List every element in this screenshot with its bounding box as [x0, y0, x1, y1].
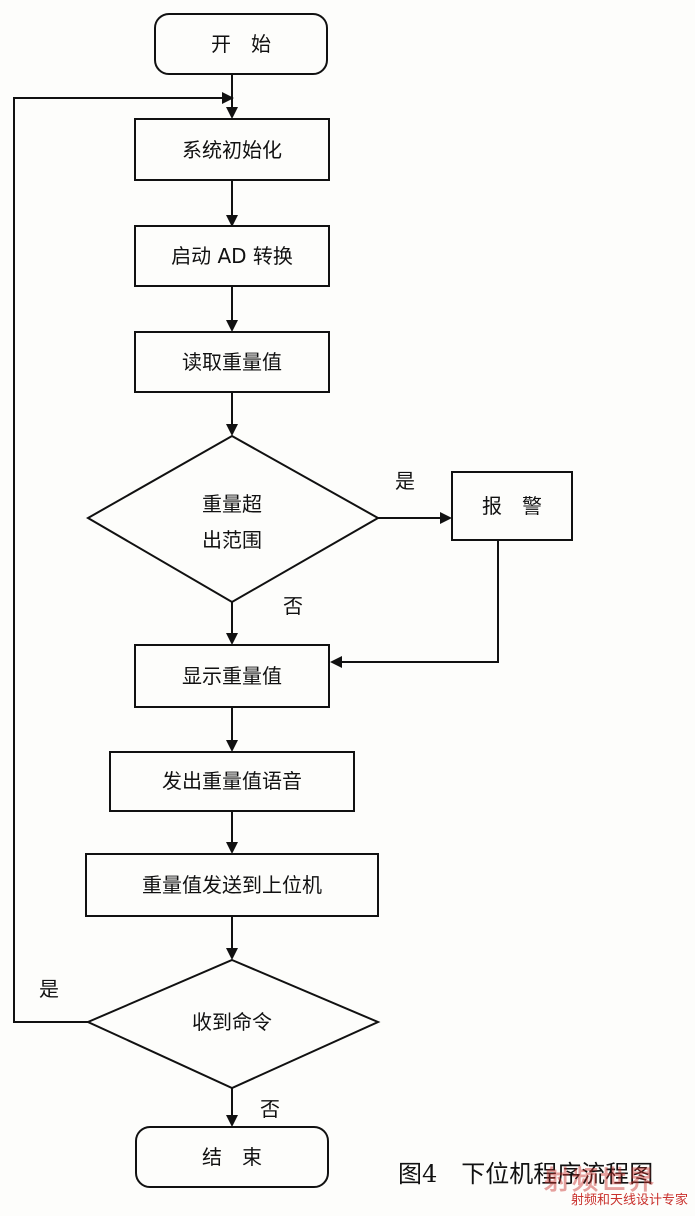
node-display-label: 显示重量值 [182, 664, 282, 688]
edge-label-cmd-yes: 是 [39, 977, 59, 1001]
watermark-sub-text: 射频和天线设计专家 [570, 1193, 688, 1208]
node-start-label: 开 始 [211, 32, 271, 56]
figure-caption: 图4 下位机程序流程图 [398, 1160, 654, 1188]
edge-label-check-yes: 是 [395, 469, 415, 493]
edge-alarm-display [330, 540, 499, 668]
node-start [154, 13, 328, 75]
node-send [85, 853, 379, 917]
node-check-label-1: 重量超 [202, 492, 262, 516]
node-alarm-label: 报 警 [482, 494, 542, 518]
node-init-label: 系统初始化 [182, 138, 282, 162]
node-alarm [451, 471, 573, 541]
node-voice-label: 发出重量值语音 [162, 769, 302, 793]
node-ad-label: 启动 AD 转换 [171, 244, 293, 268]
edge-label-check-no: 否 [283, 594, 303, 618]
watermark-main-text: 射频世界 [544, 1166, 657, 1196]
node-cmd [85, 958, 381, 1090]
node-check-label-2: 出范围 [202, 528, 262, 552]
node-end [135, 1126, 329, 1188]
watermark-logo: 射频世界 射频和天线设计专家 [540, 1160, 692, 1210]
node-send-label: 重量值发送到上位机 [142, 873, 322, 897]
node-check [85, 434, 381, 604]
edge-label-cmd-no: 否 [260, 1097, 280, 1121]
node-end-label: 结 束 [202, 1145, 262, 1169]
edge-cmd-loop [13, 92, 234, 1023]
node-cmd-label: 收到命令 [192, 1010, 272, 1034]
node-ad [134, 225, 330, 287]
node-display [134, 644, 330, 708]
node-read-label: 读取重量值 [182, 350, 282, 374]
node-init [134, 118, 330, 181]
node-read [134, 331, 330, 393]
node-voice [109, 751, 355, 812]
